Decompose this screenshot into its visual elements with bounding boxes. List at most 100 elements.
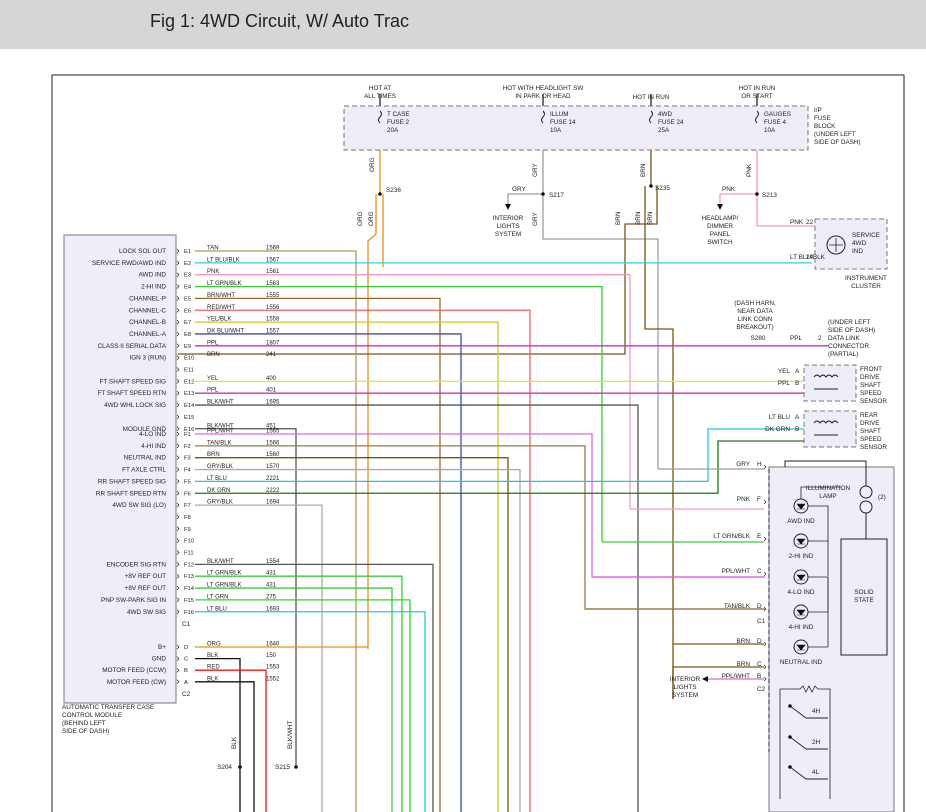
module-circuit-number: 1554 bbox=[266, 559, 280, 565]
splice-s217 bbox=[541, 192, 545, 196]
arrow-icon bbox=[505, 204, 511, 210]
module-circuit-number: 1565 bbox=[266, 429, 280, 435]
module-pin-function: 4-HI IND bbox=[141, 443, 166, 450]
rear-sensor-outline bbox=[803, 410, 857, 448]
resistor-ladder bbox=[779, 685, 831, 799]
switch-pin-id: B bbox=[757, 673, 761, 680]
dlc-label: SIDE OF DASH) bbox=[828, 327, 875, 334]
front-sensor-label: SENSOR bbox=[860, 398, 887, 405]
indicator-wire bbox=[808, 505, 829, 541]
pin-chevron-icon bbox=[176, 308, 180, 313]
module-pin-function: RR SHAFT SPEED SIG bbox=[98, 478, 166, 485]
module-wire-e4 bbox=[195, 285, 603, 542]
indicator-bus bbox=[800, 486, 841, 612]
module-pin-function: 4WD SW SIG bbox=[127, 609, 166, 616]
module-pin-function: NEUTRAL IND bbox=[124, 455, 167, 462]
fuse-block-outline bbox=[343, 105, 809, 151]
module-wire-color: RED/WHT bbox=[207, 305, 235, 311]
module-pin-id: F13 bbox=[184, 574, 194, 580]
module-circuit-number: 1552 bbox=[266, 676, 280, 682]
fuse-name-label: 10A bbox=[764, 127, 776, 134]
pin-chevron-icon bbox=[176, 562, 180, 567]
wire-label-ltblublk: LT BLU/BLK bbox=[790, 254, 826, 261]
pin-chevron-icon bbox=[763, 641, 767, 647]
switch-pin-id: C bbox=[757, 661, 762, 668]
module-wire-color: PPL/WHT bbox=[207, 429, 234, 435]
module-wire-color: YEL/BLK bbox=[207, 317, 231, 323]
module-wire-f3 bbox=[195, 457, 509, 812]
pin-label: A bbox=[795, 414, 800, 421]
fuse-name-label: 4WD bbox=[658, 111, 672, 118]
pin-chevron-icon bbox=[763, 536, 767, 542]
figure-header: Fig 1: 4WD Circuit, W/ Auto Trac bbox=[0, 0, 926, 49]
module-circuit-number: 1569 bbox=[266, 246, 280, 252]
pin-chevron-icon bbox=[176, 609, 180, 614]
interior-lights-label: SYSTEM bbox=[672, 692, 698, 699]
front-sensor-label: SHAFT bbox=[860, 382, 881, 389]
module-wire-color: TAN/BLK bbox=[207, 440, 232, 446]
pin-chevron-icon bbox=[176, 390, 180, 396]
module-pin-function: +8V REF OUT bbox=[125, 573, 166, 580]
module-circuit-number: 1555 bbox=[266, 293, 280, 299]
wire-label-gry: GRY bbox=[532, 212, 539, 226]
module-pin-id: E16 bbox=[184, 427, 194, 433]
module-pin-function: CLASS II SERIAL DATA bbox=[98, 343, 167, 350]
switch-pin-wire-label: GRY bbox=[736, 461, 750, 468]
module-pin-id: F1 bbox=[184, 432, 191, 438]
rear-sensor-label: REAR bbox=[860, 412, 878, 419]
module-circuit-number: 2222 bbox=[266, 488, 280, 494]
fuse-name-label: FUSE 2 bbox=[387, 119, 410, 126]
wire-gry-interior bbox=[507, 193, 543, 207]
module-wire-color: BRN bbox=[207, 452, 220, 458]
module-wire-color: PNK bbox=[207, 269, 219, 275]
pin-chevron-icon bbox=[176, 443, 180, 449]
module-circuit-number: 1693 bbox=[266, 606, 280, 612]
module-wire-color: DK GRN bbox=[207, 488, 230, 494]
module-circuit-number: 1695 bbox=[266, 400, 280, 406]
switch-pin-wire-label: LT GRN/BLK bbox=[713, 533, 750, 540]
cluster-indicator-label: 4WD bbox=[852, 240, 867, 247]
pin-chevron-icon bbox=[763, 664, 767, 670]
bulb-filament-icon bbox=[829, 238, 843, 252]
module-pin-id: C bbox=[184, 657, 188, 663]
module-wire-color: YEL bbox=[207, 376, 219, 382]
diode-icon bbox=[796, 574, 806, 581]
cluster-indicator-label: SERVICE bbox=[852, 232, 880, 239]
wire-brn-ign bbox=[178, 186, 658, 355]
fuse-name-label: FUSE 24 bbox=[658, 119, 684, 126]
pin-chevron-icon bbox=[763, 571, 767, 577]
module-pin-function: SERVICE RWD/AWD IND bbox=[92, 260, 166, 267]
wire-label-gry: GRY bbox=[532, 163, 539, 177]
headlamp-dimmer-label: HEADLAMP/ bbox=[702, 215, 739, 222]
headlamp-dimmer-label: DIMMER bbox=[707, 223, 733, 230]
illumination-lamp-label: LAMP bbox=[819, 493, 836, 500]
module-pin-id: A bbox=[184, 680, 188, 686]
switch-pin-wire-label: BRN bbox=[737, 661, 751, 668]
module-pin-function: MOTOR FEED (CCW) bbox=[102, 667, 166, 674]
module-wire-f12 bbox=[195, 563, 434, 812]
pin-chevron-icon bbox=[176, 414, 180, 420]
module-wire-f2 bbox=[195, 445, 765, 610]
pin-chevron-icon bbox=[176, 248, 180, 254]
connector-label-c1: C1 bbox=[182, 621, 191, 628]
module-pin-id: E3 bbox=[184, 273, 191, 279]
dlc-label: DATA LINK bbox=[828, 335, 860, 342]
lamp-note-label: (2) bbox=[878, 494, 886, 501]
fuse-name-label: 20A bbox=[387, 127, 399, 134]
module-pin-id: E6 bbox=[184, 308, 191, 314]
module-pin-id: F16 bbox=[184, 610, 194, 616]
switch-pin-id: D bbox=[757, 638, 762, 645]
module-pin-function: CHANNEL-A bbox=[129, 331, 167, 338]
pin-label: 22 bbox=[806, 219, 814, 226]
module-pin-id: E12 bbox=[184, 379, 194, 385]
fuse-name-label: 25A bbox=[658, 127, 670, 134]
module-wire-color: BLK bbox=[207, 676, 218, 682]
module-circuit-number: 275 bbox=[266, 594, 277, 600]
module-pin-id: F6 bbox=[184, 491, 191, 497]
fuse-block-label: BLOCK bbox=[814, 123, 836, 130]
module-pin-function: MODULE GND bbox=[123, 426, 167, 433]
module-pin-id: F11 bbox=[184, 551, 194, 557]
illumination-lamp-label: ILLUMINATION bbox=[806, 485, 851, 492]
pin-chevron-icon bbox=[176, 479, 180, 484]
